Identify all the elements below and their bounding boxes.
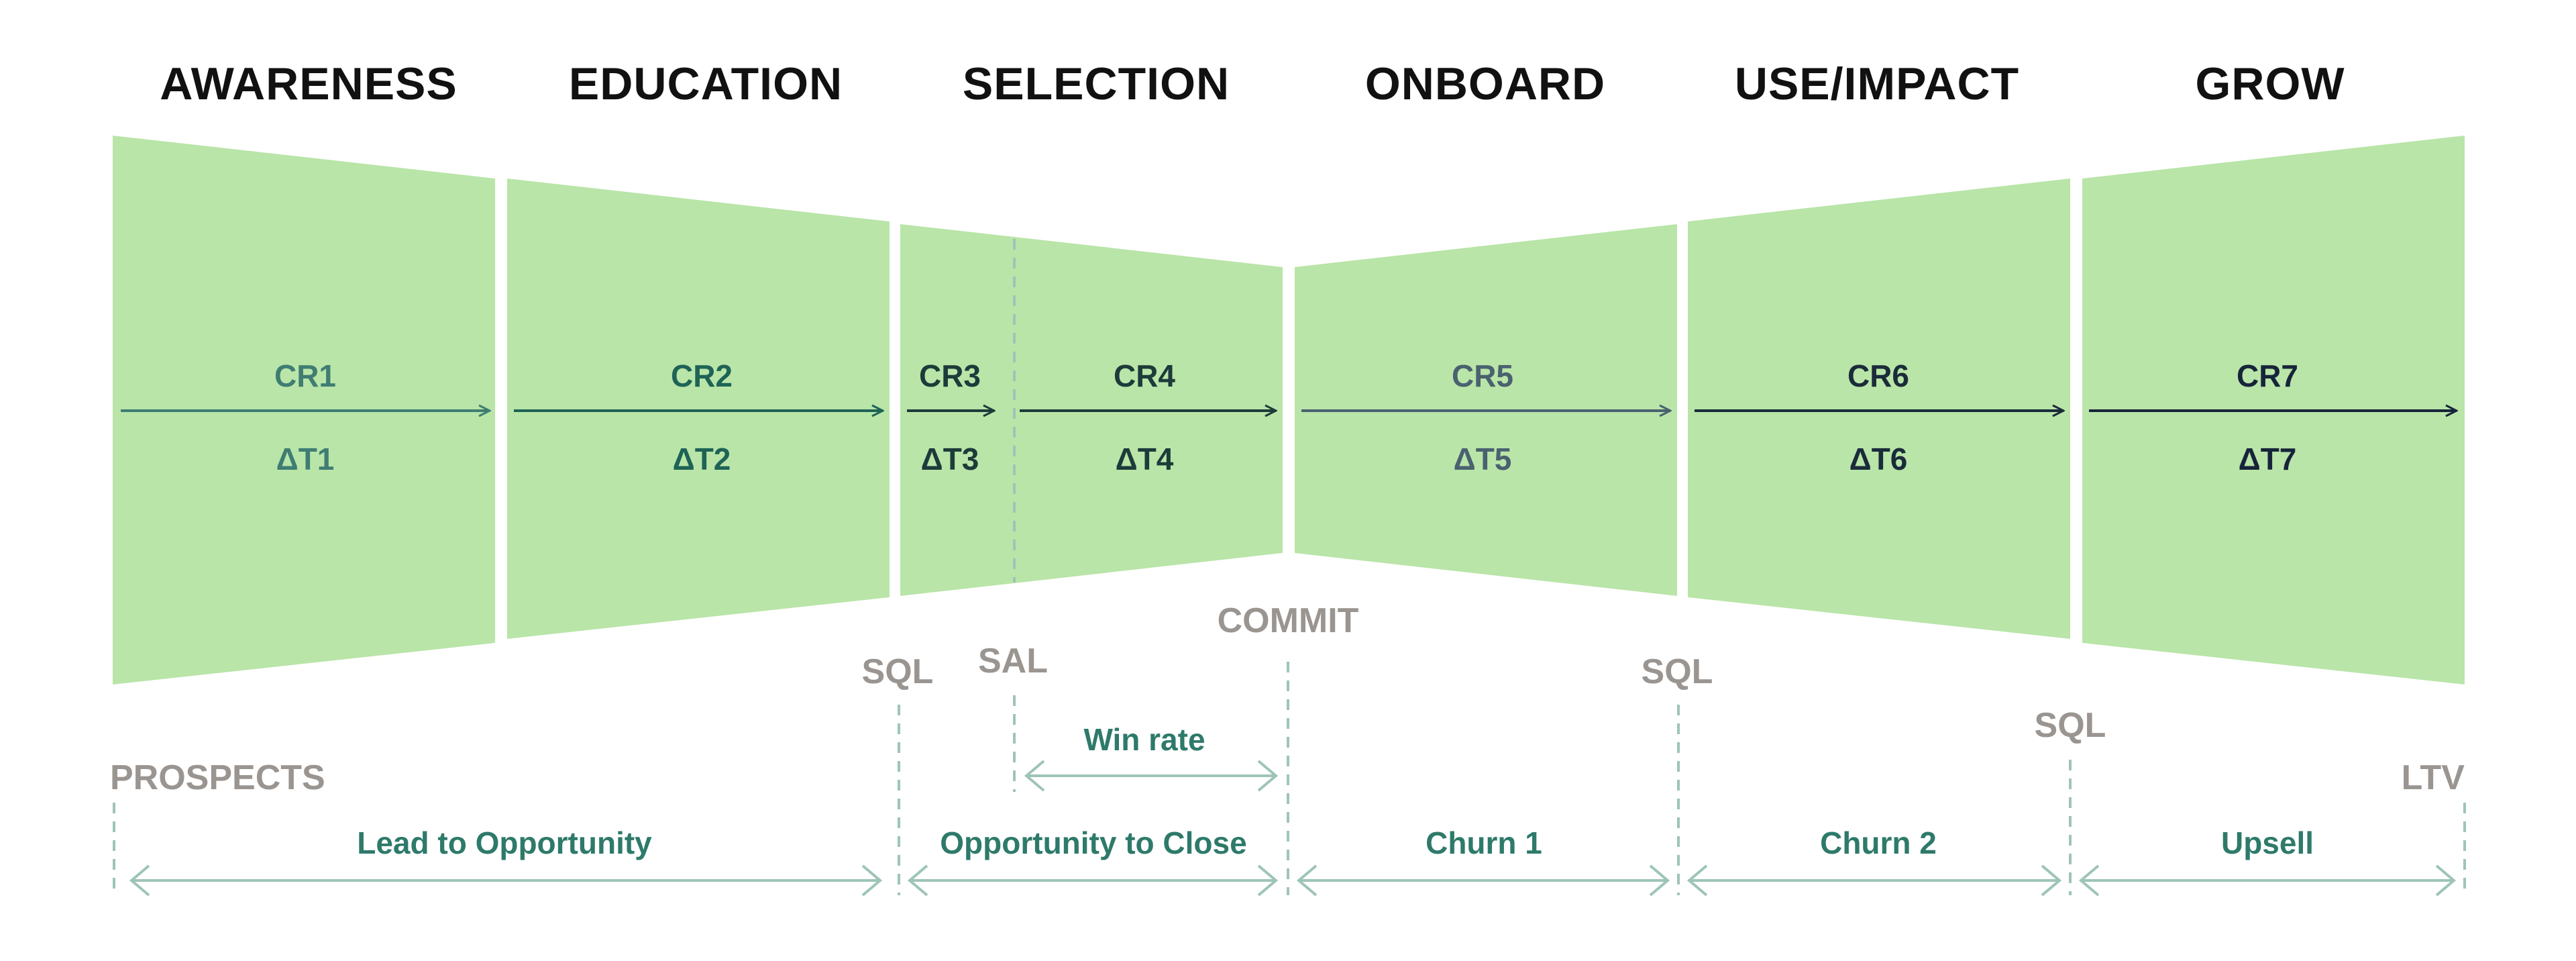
panel-education xyxy=(507,179,890,639)
stage-title-selection: SELECTION xyxy=(963,58,1230,109)
stage-title-onboard: ONBOARD xyxy=(1365,58,1605,109)
stage-titles: AWARENESS EDUCATION SELECTION ONBOARD US… xyxy=(160,58,2345,109)
dt-label-2: ΔT2 xyxy=(673,442,731,476)
dt-label-4: ΔT4 xyxy=(1116,442,1174,476)
conversion-labels: CR1 ΔT1 CR2 ΔT2 CR3 ΔT3 CR4 ΔT4 CR5 ΔT5 … xyxy=(274,358,2298,476)
cr-label-2: CR2 xyxy=(671,358,733,393)
cr-label-6: CR6 xyxy=(1847,358,1909,393)
milestone-commit: COMMIT xyxy=(1218,601,1359,640)
milestone-sql-1: SQL xyxy=(862,652,934,691)
cr-label-1: CR1 xyxy=(274,358,336,393)
span-churn-1 xyxy=(1296,864,1670,897)
dt-label-5: ΔT5 xyxy=(1454,442,1512,476)
dt-label-7: ΔT7 xyxy=(2239,442,2297,476)
span-label-opportunity-to-close: Opportunity to Close xyxy=(940,825,1246,860)
span-win-rate xyxy=(1024,760,1279,792)
stage-title-education: EDUCATION xyxy=(569,58,843,109)
milestone-sal: SAL xyxy=(978,642,1048,680)
dt-label-1: ΔT1 xyxy=(276,442,335,476)
span-churn-2 xyxy=(1686,864,2062,897)
span-arrows xyxy=(129,760,2457,897)
span-label-churn-1: Churn 1 xyxy=(1426,825,1542,860)
milestone-lines xyxy=(113,662,2466,895)
span-label-win-rate: Win rate xyxy=(1083,722,1205,757)
cr-label-4: CR4 xyxy=(1114,358,1175,393)
panel-use-impact xyxy=(1688,179,2070,639)
span-label-churn-2: Churn 2 xyxy=(1820,825,1937,860)
dt-label-3: ΔT3 xyxy=(921,442,979,476)
milestone-sql-3: SQL xyxy=(2035,706,2106,745)
milestone-prospects: PROSPECTS xyxy=(110,758,325,797)
span-opportunity-to-close xyxy=(907,864,1279,897)
milestone-sql-2: SQL xyxy=(1642,652,1713,691)
milestone-ltv: LTV xyxy=(2402,758,2465,797)
span-labels: Lead to Opportunity Opportunity to Close… xyxy=(357,722,2314,860)
cr-label-7: CR7 xyxy=(2237,358,2298,393)
span-lead-to-opportunity xyxy=(129,864,883,897)
span-upsell xyxy=(2078,864,2457,897)
dt-label-6: ΔT6 xyxy=(1849,442,1908,476)
cr-label-3: CR3 xyxy=(919,358,981,393)
span-label-lead-to-opportunity: Lead to Opportunity xyxy=(357,825,652,860)
milestone-labels: PROSPECTS SQL SAL COMMIT SQL SQL LTV xyxy=(110,601,2465,797)
span-label-upsell: Upsell xyxy=(2221,825,2314,860)
cr-label-5: CR5 xyxy=(1452,358,1513,393)
stage-title-awareness: AWARENESS xyxy=(160,58,458,109)
stage-title-use-impact: USE/IMPACT xyxy=(1735,58,2019,109)
stage-title-grow: GROW xyxy=(2195,58,2345,109)
